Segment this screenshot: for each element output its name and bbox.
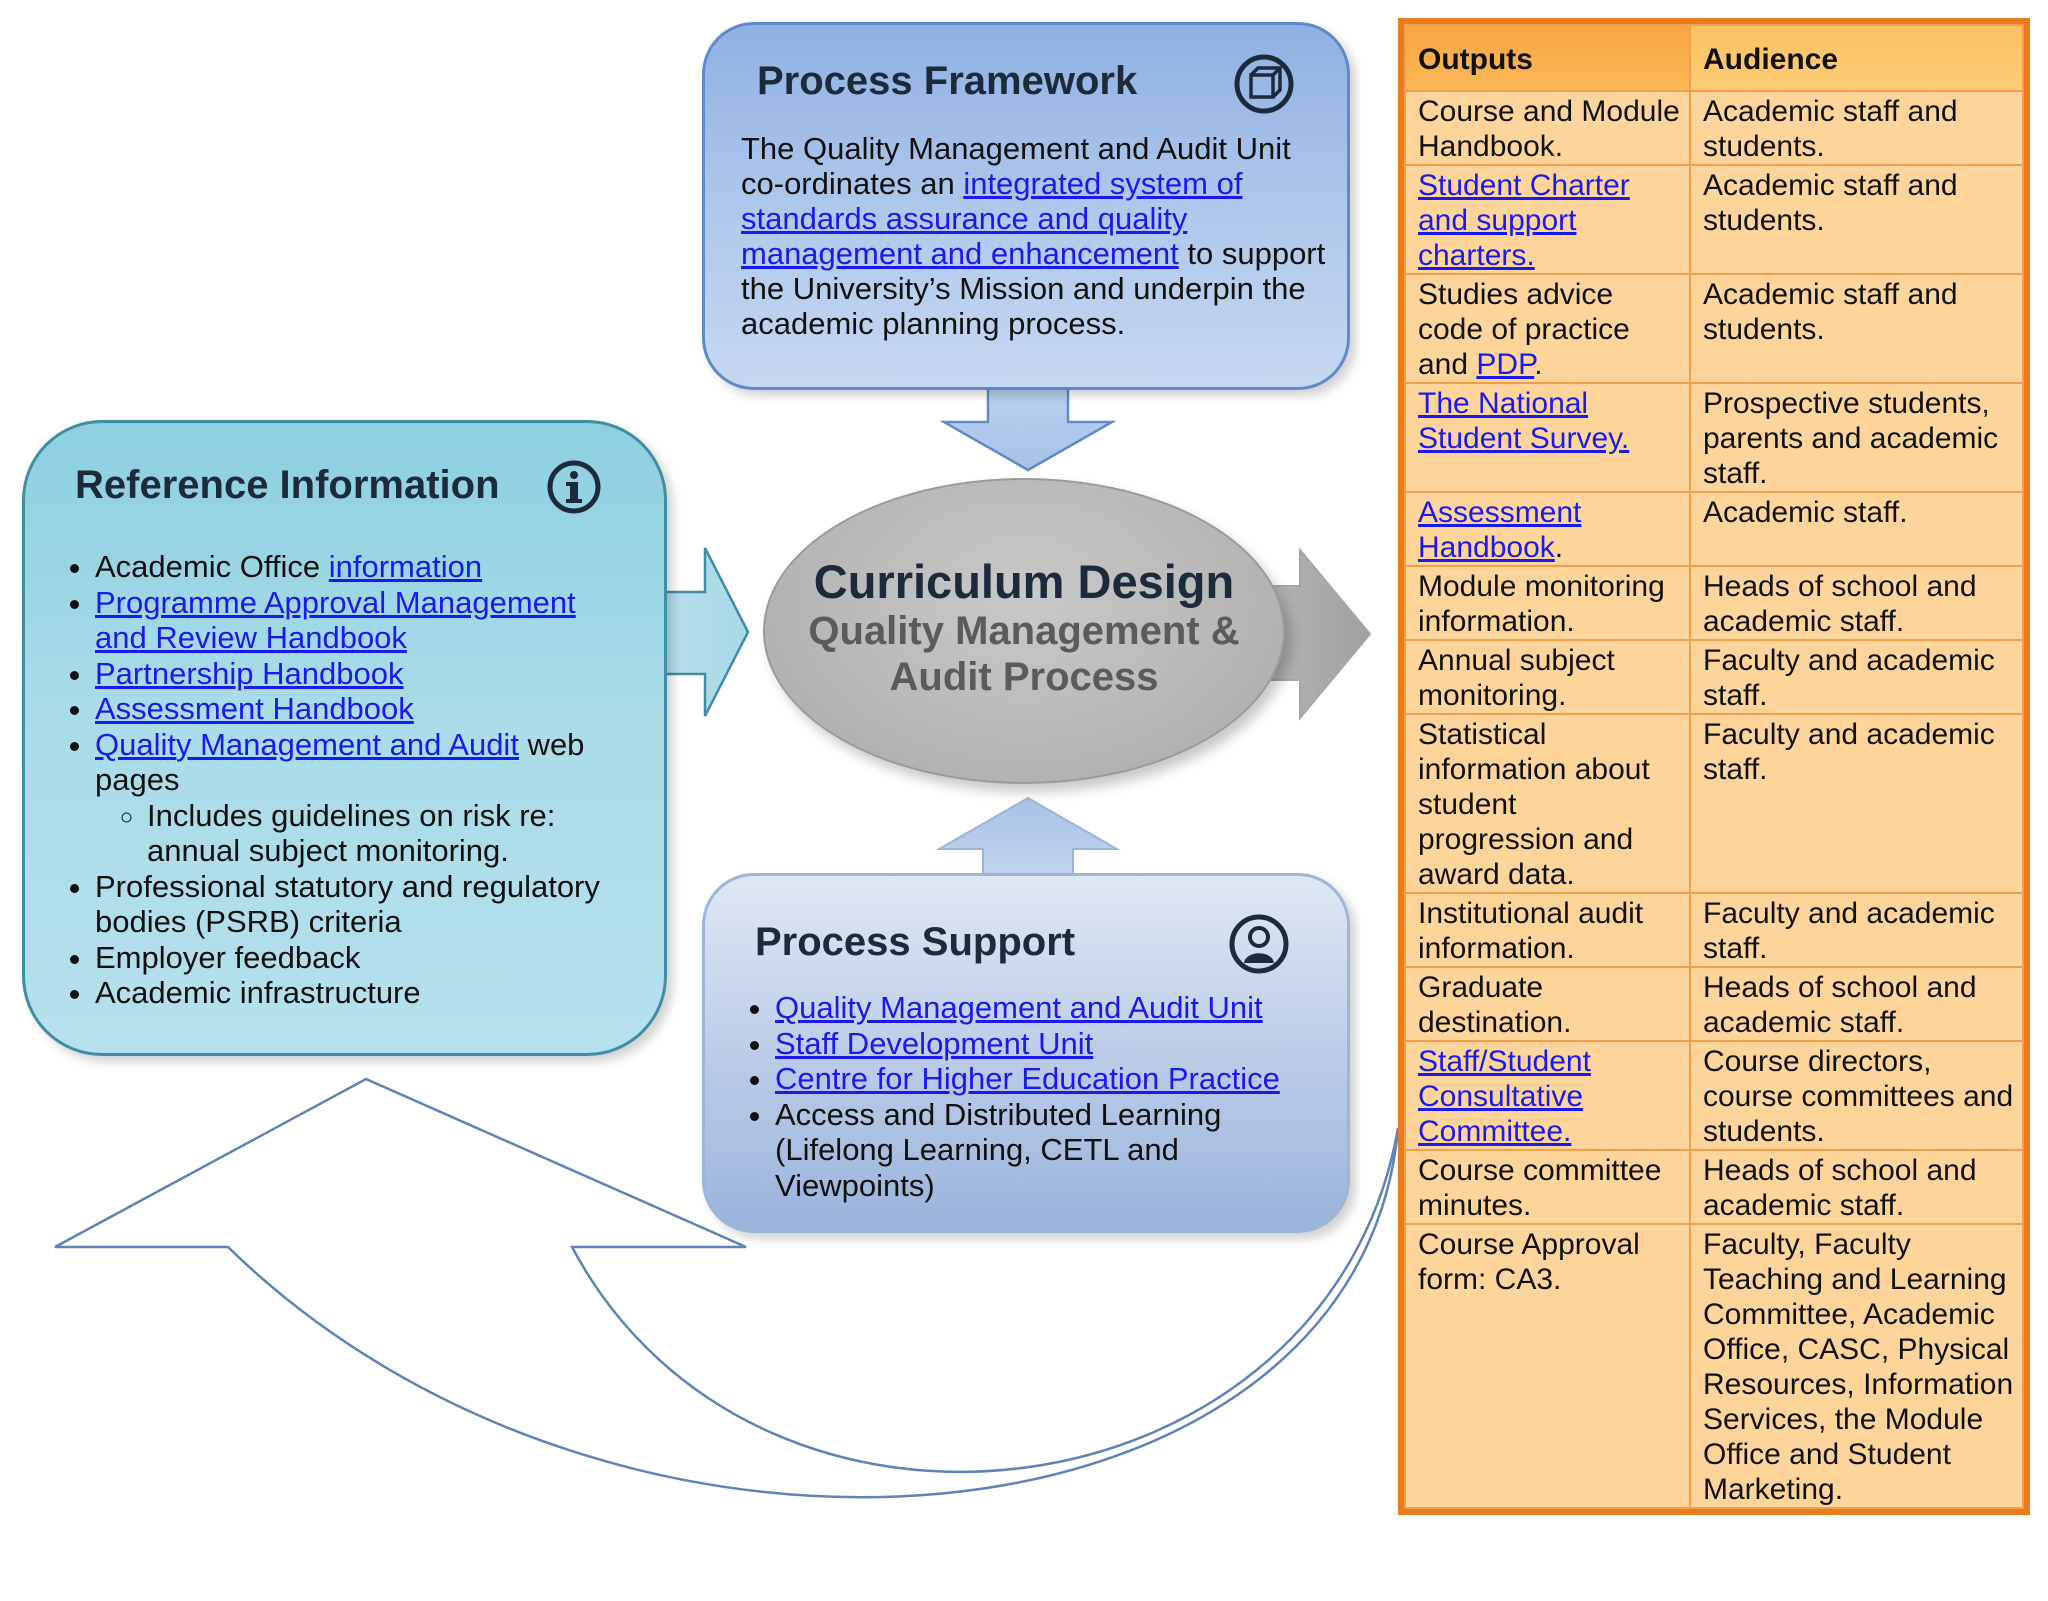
curriculum-design-ellipse: Curriculum Design Quality Management & A… [763,478,1285,784]
center-subtitle: Quality Management & Audit Process [808,609,1240,699]
output-link[interactable]: Staff/Student Consultative Committee. [1418,1045,1591,1148]
audience-cell: Academic staff and students. [1689,164,2024,275]
audience-cell: Heads of school and academic staff. [1689,1149,2024,1225]
staff-development-unit-link[interactable]: Staff Development Unit [775,1025,1094,1061]
table-row: Staff/Student Consultative Committee. Cou… [1404,1040,2024,1151]
table-row: Institutional audit information.Faculty … [1404,892,2024,968]
audience-cell: Academic staff. [1689,491,2024,567]
table-row: Module monitoring information.Heads of s… [1404,565,2024,641]
qmau-link[interactable]: Quality Management and Audit Unit [775,990,1263,1025]
audience-cell: Prospective students, parents and academ… [1689,382,2024,493]
framework-description: The Quality Management and Audit Unit co… [741,131,1326,341]
programme-approval-handbook-link[interactable]: Programme Approval Management and Review… [95,584,576,656]
partnership-handbook-link[interactable]: Partnership Handbook [95,655,404,691]
list-item: Professional statutory and regulatory bo… [95,869,634,940]
list-item: Employer feedback [95,940,634,976]
table-row: Course committee minutes.Heads of school… [1404,1149,2024,1225]
reference-list: Academic Office information Programme Ap… [25,549,664,1011]
audience-cell: Faculty and academic staff. [1689,639,2024,715]
list-item: Quality Management and Audit Unit [775,990,1327,1026]
info-icon [546,459,602,520]
output-link[interactable]: PDP [1476,348,1535,381]
list-item: Programme Approval Management and Review… [95,585,634,656]
table-row: Studies advice code of practice and PDP.… [1404,273,2024,384]
cube-icon [1233,53,1295,120]
list-item: Staff Development Unit [775,1026,1327,1062]
sub-list-item: Includes guidelines on risk re: annual s… [147,798,634,869]
audience-cell: Faculty, Faculty Teaching and Learning C… [1689,1223,2024,1509]
list-item: Quality Management and Audit web pages I… [95,727,634,869]
audience-cell: Heads of school and academic staff. [1689,565,2024,641]
center-title: Curriculum Design [813,555,1235,608]
support-title: Process Support [755,920,1076,964]
list-item: Partnership Handbook [95,656,634,692]
output-cell: Studies advice code of practice and PDP. [1404,273,1691,384]
output-cell: The National Student Survey. [1404,382,1691,493]
person-icon [1228,913,1290,980]
audience-cell: Academic staff and students. [1689,273,2024,384]
outputs-header: Outputs [1404,24,1691,92]
output-cell: Statistical information about student pr… [1404,713,1691,894]
feedback-loop-arrow [54,1077,1400,1499]
process-framework-box: Process Framework The Quality Management… [702,22,1350,390]
quality-management-audit-link[interactable]: Quality Management and Audit [95,726,519,762]
output-cell: Assessment Handbook. [1404,491,1691,567]
sub-list: Includes guidelines on risk re: annual s… [95,798,634,869]
table-row: Course Approval form: CA3.Faculty, Facul… [1404,1223,2024,1509]
reference-right-arrow [660,547,750,717]
output-cell: Graduate destination. [1404,966,1691,1042]
output-cell: Institutional audit information. [1404,892,1691,968]
table-row: The National Student Survey. Prospective … [1404,382,2024,493]
integrated-system-link[interactable]: integrated system of standards assurance… [741,166,1243,271]
reference-title: Reference Information [75,463,500,507]
audience-cell: Course directors, course committees and … [1689,1040,2024,1151]
table-header-row: Outputs Audience [1404,24,2024,92]
output-cell: Student Charter and support charters. [1404,164,1691,275]
table-row: Course and Module Handbook.Academic staf… [1404,90,2024,166]
output-cell: Annual subject monitoring. [1404,639,1691,715]
assessment-handbook-link[interactable]: Assessment Handbook [95,691,414,726]
centre-higher-education-link[interactable]: Centre for Higher Education Practice [775,1061,1280,1096]
support-list: Quality Management and Audit Unit Staff … [705,990,1347,1203]
up-arrow [935,796,1121,877]
output-cell: Staff/Student Consultative Committee. [1404,1040,1691,1151]
output-cell: Course and Module Handbook. [1404,90,1691,166]
audience-cell: Heads of school and academic staff. [1689,966,2024,1042]
list-item: Assessment Handbook [95,691,634,727]
table-row: Student Charter and support charters. Aca… [1404,164,2024,275]
table-row: Annual subject monitoring.Faculty and ac… [1404,639,2024,715]
output-right-arrow [1269,547,1372,721]
table-body: Course and Module Handbook.Academic staf… [1404,90,2024,1509]
down-arrow [939,383,1117,472]
list-item: Academic Office information [95,549,634,585]
academic-office-information-link[interactable]: information [328,549,483,584]
process-support-box: Process Support Quality Management and A… [702,873,1350,1233]
outputs-table: Outputs Audience Course and Module Handb… [1398,18,2030,1515]
table-row: Graduate destination.Heads of school and… [1404,966,2024,1042]
reference-information-box: Reference Information Academic Office in… [22,420,667,1056]
output-link[interactable]: The National Student Survey. [1418,387,1630,455]
table-row: Assessment Handbook.Academic staff. [1404,491,2024,567]
framework-title: Process Framework [757,59,1138,103]
output-link[interactable]: Assessment Handbook [1418,496,1582,564]
list-item: Academic infrastructure [95,975,634,1011]
audience-cell: Academic staff and students. [1689,90,2024,166]
audience-cell: Faculty and academic staff. [1689,713,2024,894]
output-cell: Course committee minutes. [1404,1149,1691,1225]
output-cell: Course Approval form: CA3. [1404,1223,1691,1509]
list-item: Centre for Higher Education Practice [775,1061,1327,1097]
output-cell: Module monitoring information. [1404,565,1691,641]
table-row: Statistical information about student pr… [1404,713,2024,894]
output-link[interactable]: Student Charter and support charters. [1418,169,1630,272]
audience-cell: Faculty and academic staff. [1689,892,2024,968]
list-item: Access and Distributed Learning (Lifelon… [775,1097,1327,1204]
audience-header: Audience [1689,24,2024,92]
